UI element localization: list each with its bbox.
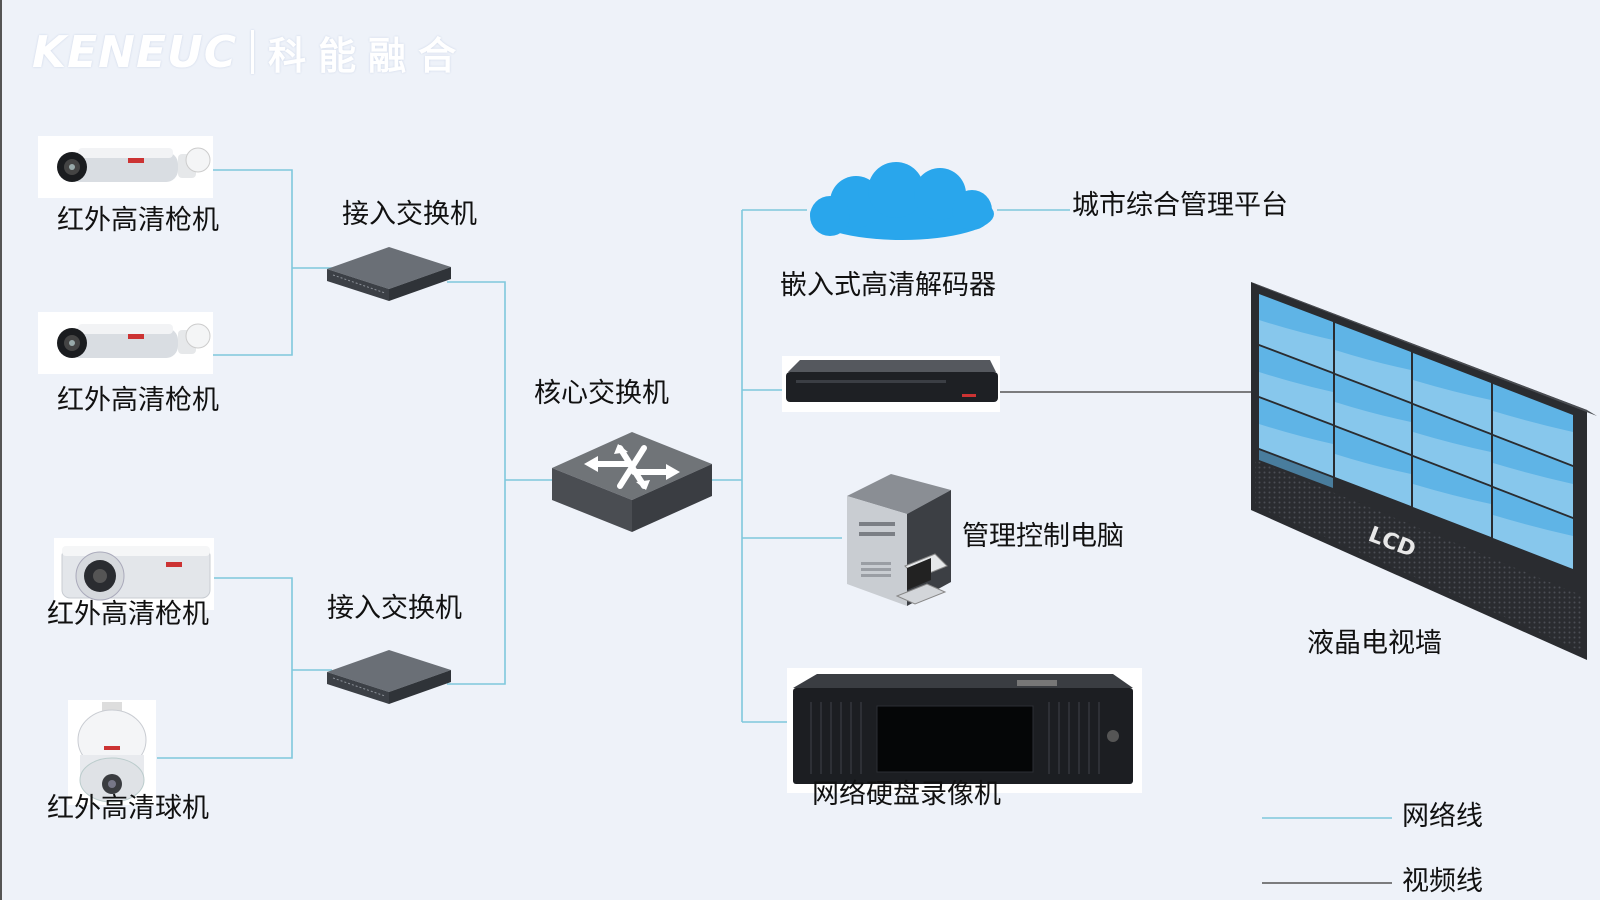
camera-label-2: 红外高清枪机 — [57, 385, 219, 416]
access-switch-icon — [327, 650, 451, 704]
decoder-icon — [782, 356, 1000, 412]
cloud-icon — [810, 162, 994, 240]
brand-name-en: KENEUC — [32, 26, 238, 78]
lcd-tiles — [1259, 294, 1573, 569]
computer-icon — [847, 474, 951, 606]
core-switch-icon — [552, 432, 712, 532]
nvr-icon — [787, 668, 1142, 793]
core-switch-label: 核心交换机 — [534, 378, 669, 409]
nvr-label: 网络硬盘录像机 — [812, 779, 1001, 810]
bullet-camera-icon — [38, 136, 213, 198]
access-switch-top-label: 接入交换机 — [342, 199, 477, 230]
access-switch-bottom-label: 接入交换机 — [327, 593, 462, 624]
pc-label: 管理控制电脑 — [962, 521, 1124, 552]
legend-video-label: 视频线 — [1402, 866, 1483, 897]
brand-name-cn: 科能融合 — [268, 33, 469, 78]
dome-camera-label: 红外高清球机 — [47, 793, 209, 824]
video-wall-icon: LCD — [1251, 282, 1597, 660]
platform-label: 城市综合管理平台 — [1072, 190, 1288, 221]
access-switch-icon — [327, 247, 451, 301]
line-switch-top-core — [447, 281, 506, 480]
legend-network-label: 网络线 — [1402, 801, 1483, 832]
camera-label-1: 红外高清枪机 — [57, 205, 219, 236]
bullet-camera-icon — [38, 312, 213, 374]
videowall-label: 液晶电视墙 — [1307, 628, 1442, 659]
dome-camera-icon — [68, 700, 156, 805]
decoder-label: 嵌入式高清解码器 — [780, 270, 996, 301]
camera-label-3: 红外高清枪机 — [47, 599, 209, 630]
brand-separator — [251, 30, 255, 74]
line-switch-bottom-core — [447, 480, 506, 685]
box-camera-icon — [54, 538, 214, 610]
line-camera1-switch — [207, 169, 293, 356]
line-camera3-switch — [157, 577, 293, 759]
brand-logo: KENEUC 科能融合 — [32, 26, 468, 78]
